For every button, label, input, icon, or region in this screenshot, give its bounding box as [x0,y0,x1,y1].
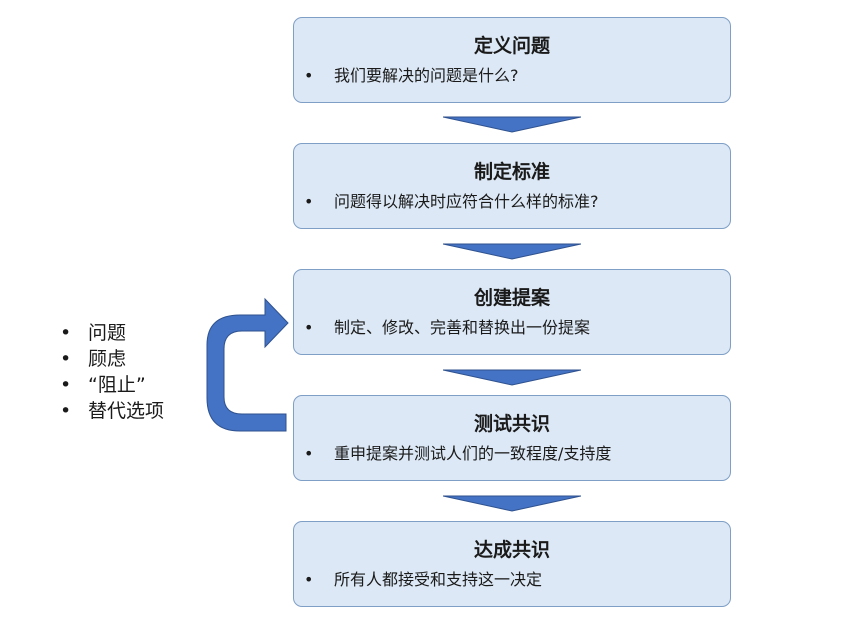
list-item-text: 顾虑 [88,348,127,370]
step-box-reach-consensus: 达成共识 • 所有人都接受和支持这一决定 [293,521,731,607]
step-bullet-text: 制定、修改、完善和替换出一份提案 [334,318,591,337]
step-bullet: • 制定、修改、完善和替换出一份提案 [304,318,590,338]
loop-back-arrow-icon [206,297,289,432]
down-arrow-icon [443,243,581,260]
step-bullet-text: 重申提案并测试人们的一致程度/支持度 [334,444,612,463]
down-arrow-icon [443,369,581,386]
step-box-set-criteria: 制定标准 • 问题得以解决时应符合什么样的标准? [293,143,731,229]
bullet-dot: • [60,322,72,344]
step-bullet: • 我们要解决的问题是什么? [304,66,519,86]
step-title: 定义问题 [473,35,550,57]
step-bullet-text: 我们要解决的问题是什么? [334,66,519,85]
step-title: 创建提案 [473,287,550,309]
list-item: • 问题 [60,320,164,346]
list-item-text: 问题 [88,322,127,344]
bullet-dot: • [304,192,314,211]
down-arrow-icon [443,495,581,512]
bullet-dot: • [304,318,314,337]
step-box-test-consensus: 测试共识 • 重申提案并测试人们的一致程度/支持度 [293,395,731,481]
list-item-text: 替代选项 [88,400,165,422]
step-box-create-proposal: 创建提案 • 制定、修改、完善和替换出一份提案 [293,269,731,355]
bullet-dot: • [304,444,314,463]
bullet-dot: • [304,66,314,85]
list-item: • 顾虑 [60,346,164,372]
list-item-text: “阻止” [88,374,146,396]
step-bullet: • 所有人都接受和支持这一决定 [304,570,542,590]
bullet-dot: • [304,570,314,589]
step-title: 达成共识 [473,539,550,561]
step-bullet: • 问题得以解决时应符合什么样的标准? [304,192,599,212]
step-bullet-text: 所有人都接受和支持这一决定 [334,570,543,589]
step-title: 测试共识 [473,413,550,435]
side-list: • 问题 • 顾虑 • “阻止” • 替代选项 [60,320,164,424]
bullet-dot: • [60,400,72,422]
step-box-define-problem: 定义问题 • 我们要解决的问题是什么? [293,17,731,103]
step-bullet: • 重申提案并测试人们的一致程度/支持度 [304,444,611,464]
bullet-dot: • [60,374,72,396]
down-arrow-icon [443,116,581,133]
list-item: • 替代选项 [60,398,164,424]
bullet-dot: • [60,348,72,370]
step-title: 制定标准 [473,161,550,183]
list-item: • “阻止” [60,372,164,398]
step-bullet-text: 问题得以解决时应符合什么样的标准? [334,192,599,211]
